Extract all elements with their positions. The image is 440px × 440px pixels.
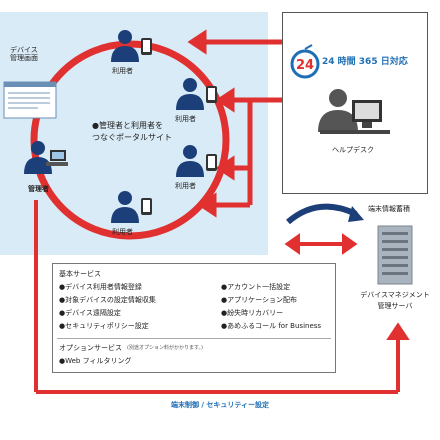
user-icon-1 xyxy=(111,30,152,62)
double-arrow xyxy=(284,233,358,255)
user-label-2: 利用者 xyxy=(175,115,196,123)
service-item: ●アプリケーション配布 xyxy=(221,296,297,304)
user-icon-3 xyxy=(176,145,217,177)
user-label-3: 利用者 xyxy=(175,182,196,190)
portal-text: ●管理者と利用者を つなぐポータルサイト xyxy=(92,121,172,142)
service-item: ●あめふるコール for Business xyxy=(221,322,322,330)
user-icon-4 xyxy=(111,191,152,223)
device-admin-screen-label: デバイス 管理画面 xyxy=(10,46,38,62)
server-icon xyxy=(377,225,413,285)
admin-icon xyxy=(24,141,68,174)
option-services: オプションサービス (別途オプション料がかかります。) ●Web フィルタリング xyxy=(57,338,331,369)
helpdesk-arrows xyxy=(187,29,282,218)
badge-number: 24 xyxy=(296,58,314,73)
user-label-1: 利用者 xyxy=(112,67,133,75)
option-item: ●Web フィルタリング xyxy=(59,357,132,365)
service-item: ●アカウント一括設定 xyxy=(221,283,291,291)
service-item: ●デバイス利用者情報登録 xyxy=(59,283,142,291)
service-item: ●紛失時リカバリー xyxy=(221,309,284,317)
footer-caption: 端末制御 / セキュリティー設定 xyxy=(170,401,269,409)
helpdesk-label: ヘルプデスク xyxy=(332,146,374,154)
support-badge-text: 24 時間 365 日対応 xyxy=(322,57,408,67)
admin-label: 管理者 xyxy=(28,185,49,193)
service-item: ●対象デバイスの設定情報収集 xyxy=(59,296,156,304)
curved-arrow xyxy=(286,203,358,225)
user-icon-2 xyxy=(176,78,217,110)
service-item: ●セキュリティポリシー設定 xyxy=(59,322,149,330)
helpdesk-person-icon xyxy=(318,89,390,134)
server-label: デバイスマネジメント 管理サーバ xyxy=(360,291,430,310)
service-item: ●デバイス遠隔設定 xyxy=(59,309,121,317)
basic-services-title: 基本サービス xyxy=(59,270,101,278)
control-loop xyxy=(34,200,410,394)
portal-ring xyxy=(30,40,230,240)
terminal-info-label: 端末情報蓄積 xyxy=(368,205,410,213)
services-box: 基本サービス ●デバイス利用者情報登録 ●対象デバイスの設定情報収集 ●デバイス… xyxy=(52,263,336,373)
support-24-icon xyxy=(290,44,320,79)
user-label-4: 利用者 xyxy=(112,228,133,236)
admin-screen-thumbnail xyxy=(3,81,57,119)
option-services-title: オプションサービス xyxy=(59,344,122,352)
option-note: (別途オプション料がかかります。) xyxy=(127,345,203,351)
